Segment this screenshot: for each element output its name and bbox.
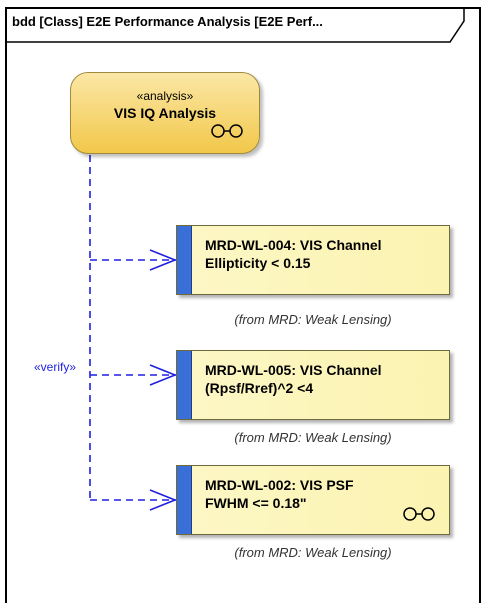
requirement-id-line: MRD-WL-002: VIS PSF [205,477,354,493]
requirement-source: (from MRD: Weak Lensing) [234,430,392,445]
requirement-marker [177,351,192,419]
requirement-text: MRD-WL-002: VIS PSF FWHM <= 0.18" [205,476,441,512]
requirement-id-line: MRD-WL-004: VIS Channel [205,237,382,253]
analysis-stereotype: «analysis» [136,89,194,103]
requirement-constraint-line: (Rpsf/Rref)^2 <4 [205,380,314,396]
requirement-block[interactable]: MRD-WL-005: VIS Channel (Rpsf/Rref)^2 <4 [176,350,450,420]
composite-link-icon [211,124,243,138]
requirement-marker [177,226,192,294]
requirement-constraint-line: FWHM <= 0.18" [205,495,307,511]
requirement-marker [177,466,192,534]
requirement-source: (from MRD: Weak Lensing) [234,545,392,560]
verify-label: «verify» [34,360,77,374]
requirement-source: (from MRD: Weak Lensing) [234,312,392,327]
diagram-frame [5,7,481,603]
requirement-text: MRD-WL-005: VIS Channel (Rpsf/Rref)^2 <4 [205,361,441,397]
requirement-text: MRD-WL-004: VIS Channel Ellipticity < 0.… [205,236,441,272]
frame-title: bdd [Class] E2E Performance Analysis [E2… [12,14,323,29]
frame-title-tab [5,7,465,43]
requirement-id-line: MRD-WL-005: VIS Channel [205,362,382,378]
composite-link-icon [403,507,435,521]
requirement-constraint-line: Ellipticity < 0.15 [205,255,311,271]
analysis-block[interactable]: «analysis» VIS IQ Analysis [70,72,260,154]
analysis-name: VIS IQ Analysis [113,105,217,121]
requirement-block[interactable]: MRD-WL-002: VIS PSF FWHM <= 0.18" [176,465,450,535]
requirement-block[interactable]: MRD-WL-004: VIS Channel Ellipticity < 0.… [176,225,450,295]
